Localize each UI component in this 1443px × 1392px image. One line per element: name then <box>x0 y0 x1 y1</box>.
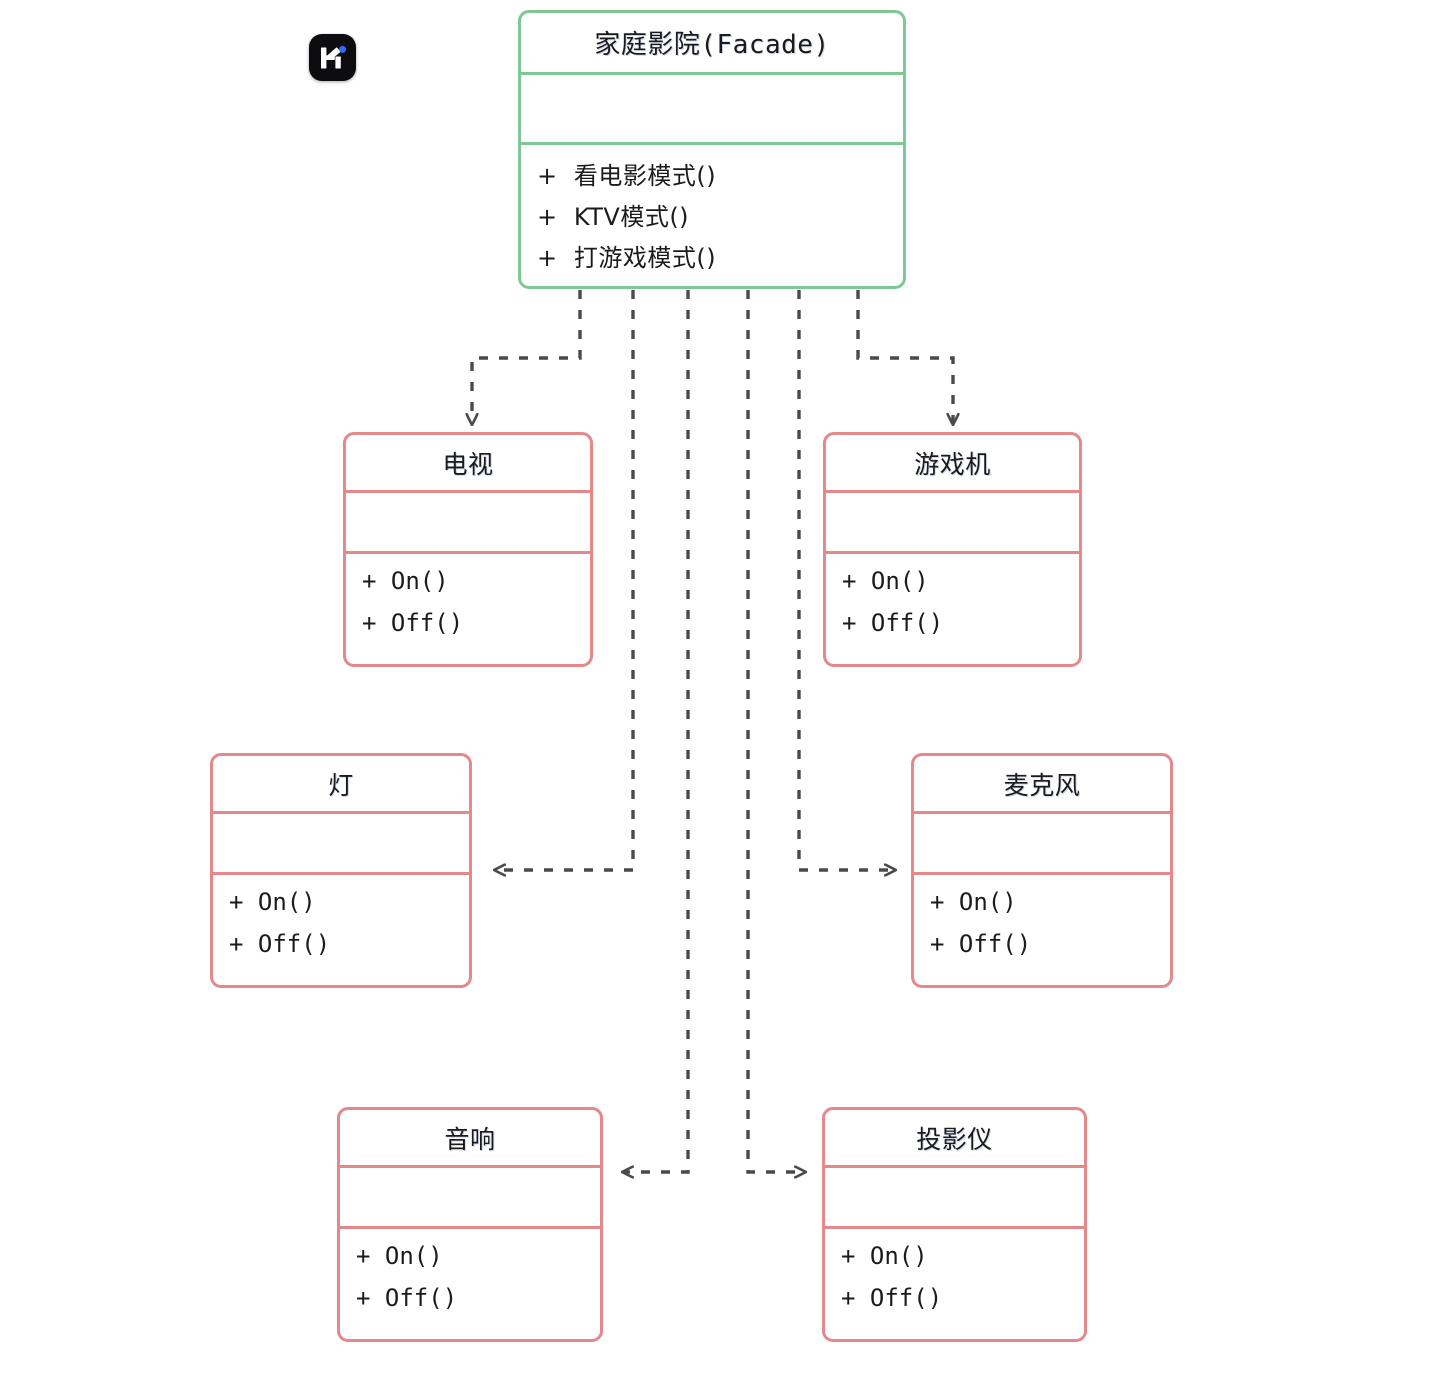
class-title-projector: 投影仪 <box>916 1124 993 1154</box>
connector-facade-projector <box>746 290 805 1172</box>
class-attributes-console <box>826 490 1079 551</box>
class-operations-speaker: + On() + Off() <box>340 1226 600 1326</box>
class-operations-projector: + On() + Off() <box>825 1226 1084 1326</box>
app-logo-icon <box>309 34 356 81</box>
operation-item: + 打游戏模式() <box>537 244 717 273</box>
class-title-facade: 家庭影院(Facade) <box>594 30 830 60</box>
class-operations-console: + On() + Off() <box>826 551 1079 651</box>
class-title-tv: 电视 <box>442 449 494 479</box>
operation-item: + Off() <box>930 929 1032 958</box>
class-operations-light: + On() + Off() <box>213 872 469 972</box>
operation-item: + On() <box>842 567 929 596</box>
class-box-speaker[interactable]: 音响 + On() + Off() <box>337 1107 603 1342</box>
operation-item: + Off() <box>841 1283 943 1312</box>
class-attributes-facade <box>521 72 903 142</box>
class-box-projector[interactable]: 投影仪 + On() + Off() <box>822 1107 1087 1342</box>
connector-facade-speaker <box>623 290 690 1172</box>
class-title-light: 灯 <box>328 770 354 800</box>
operation-item: + 看电影模式() <box>537 161 717 190</box>
operation-item: + On() <box>930 888 1017 917</box>
class-operations-mic: + On() + Off() <box>914 872 1170 972</box>
class-title-console: 游戏机 <box>914 449 991 479</box>
operation-item: + On() <box>229 888 316 917</box>
class-box-light[interactable]: 灯 + On() + Off() <box>210 753 472 988</box>
class-attributes-light <box>213 811 469 872</box>
operation-item: + On() <box>841 1242 928 1271</box>
operation-item: + Off() <box>842 608 944 637</box>
operation-item: + On() <box>362 567 449 596</box>
operation-item: + On() <box>356 1242 443 1271</box>
class-attributes-projector <box>825 1165 1084 1226</box>
class-box-console[interactable]: 游戏机 + On() + Off() <box>823 432 1082 667</box>
operation-item: + Off() <box>229 929 331 958</box>
class-attributes-speaker <box>340 1165 600 1226</box>
connector-facade-tv <box>472 290 582 424</box>
operation-item: + Off() <box>362 608 464 637</box>
class-box-tv[interactable]: 电视 + On() + Off() <box>343 432 593 667</box>
operation-item: + KTV模式() <box>537 202 690 231</box>
class-title-mic: 麦克风 <box>1003 770 1081 800</box>
class-box-facade[interactable]: 家庭影院(Facade) + 看电影模式() + KTV模式() + 打游戏模式… <box>518 10 906 289</box>
class-attributes-tv <box>346 490 590 551</box>
class-operations-facade: + 看电影模式() + KTV模式() + 打游戏模式() <box>521 142 903 286</box>
class-title-speaker: 音响 <box>444 1124 496 1154</box>
class-operations-tv: + On() + Off() <box>346 551 590 651</box>
class-box-mic[interactable]: 麦克风 + On() + Off() <box>911 753 1173 988</box>
logo-dot-icon <box>339 45 347 53</box>
operation-item: + Off() <box>356 1283 458 1312</box>
connector-facade-console <box>856 290 953 424</box>
class-attributes-mic <box>914 811 1170 872</box>
